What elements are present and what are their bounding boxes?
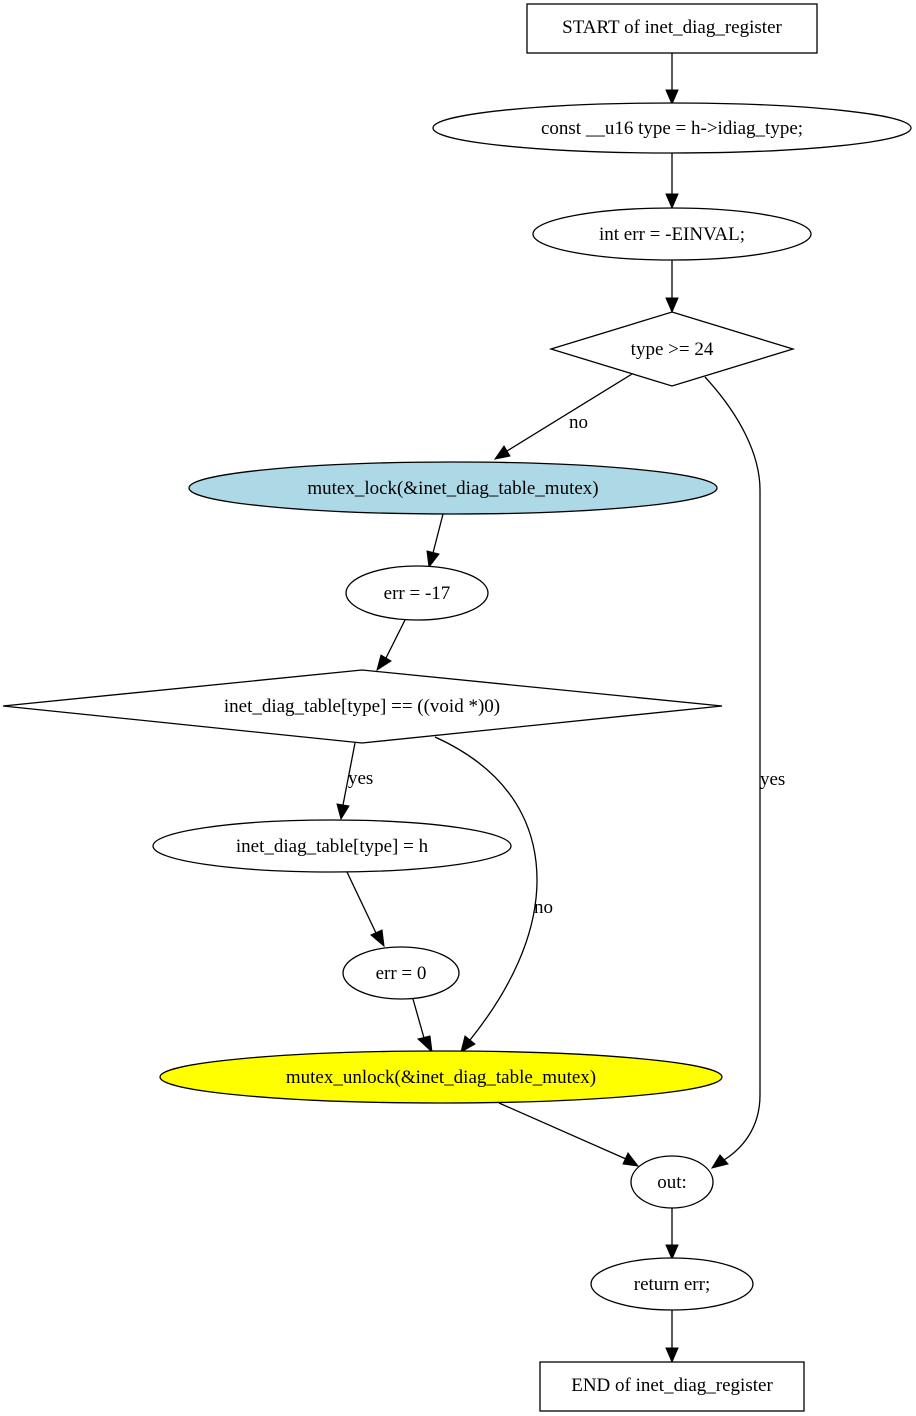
edge-labels: no yes yes no bbox=[348, 412, 785, 918]
edge-mutex-lock-to-err17 bbox=[432, 513, 444, 554]
start-node bbox=[526, 3, 818, 54]
arrowhead-end bbox=[665, 1347, 679, 1364]
out-node bbox=[630, 1155, 714, 1209]
return-node bbox=[590, 1257, 754, 1311]
cond-table-diamond bbox=[2, 669, 723, 744]
mutex-unlock-node bbox=[159, 1050, 723, 1104]
edges bbox=[336, 53, 761, 1364]
arrowhead-cond-type bbox=[665, 297, 679, 314]
err0-node bbox=[342, 946, 460, 1000]
edge-err0-to-unlock bbox=[412, 998, 425, 1039]
arrowhead-unlock-from-err0 bbox=[416, 1035, 433, 1054]
edge-label-type-no: no bbox=[569, 412, 588, 433]
err17-node bbox=[345, 565, 489, 621]
edge-unlock-to-out bbox=[498, 1102, 627, 1160]
cond-table-label: inet_diag_table[type] == ((void *)0) bbox=[224, 696, 500, 717]
arrowhead-err0 bbox=[370, 929, 385, 948]
cond-type-diamond bbox=[548, 311, 796, 387]
edge-label-type-yes: yes bbox=[760, 769, 785, 790]
end-node bbox=[539, 1361, 805, 1412]
arrowhead-assign-table bbox=[336, 803, 350, 821]
err17-label: err = -17 bbox=[384, 583, 451, 604]
edge-cond-type-yes bbox=[704, 376, 761, 1161]
arrowhead-decl-type bbox=[665, 89, 679, 106]
mutex-unlock-label: mutex_unlock(&inet_diag_table_mutex) bbox=[286, 1067, 596, 1088]
arrowhead-mutex-lock bbox=[493, 445, 511, 460]
edge-err17-to-cond-table bbox=[385, 619, 406, 659]
assign-table-label: inet_diag_table[type] = h bbox=[236, 836, 429, 857]
out-label: out: bbox=[657, 1172, 687, 1193]
arrowhead-unlock-from-no bbox=[460, 1035, 476, 1054]
nodes: START of inet_diag_register const __u16 … bbox=[2, 3, 912, 1412]
decl-err-label: int err = -EINVAL; bbox=[599, 224, 745, 245]
edge-assign-to-err0 bbox=[346, 871, 377, 934]
edge-label-table-yes: yes bbox=[348, 768, 373, 789]
edge-label-table-no: no bbox=[534, 897, 553, 918]
edge-cond-table-no bbox=[434, 736, 538, 1041]
cond-type-label: type >= 24 bbox=[631, 339, 714, 360]
err0-label: err = 0 bbox=[376, 963, 427, 984]
decl-type-label: const __u16 type = h->idiag_type; bbox=[541, 118, 803, 139]
arrowhead-decl-err bbox=[665, 193, 679, 210]
arrowhead-err17 bbox=[426, 550, 440, 569]
start-node-label: START of inet_diag_register bbox=[562, 17, 782, 38]
decl-type-node bbox=[432, 102, 912, 154]
return-label: return err; bbox=[634, 1274, 710, 1295]
decl-err-node bbox=[532, 207, 812, 261]
assign-table-node bbox=[152, 819, 512, 873]
arrowhead-return bbox=[665, 1244, 679, 1261]
mutex-lock-node bbox=[188, 461, 718, 515]
arrowhead-out-from-yes bbox=[710, 1154, 729, 1169]
end-node-label: END of inet_diag_register bbox=[571, 1375, 773, 1396]
edge-cond-table-yes bbox=[342, 742, 356, 806]
arrowhead-out-from-unlock bbox=[622, 1152, 640, 1167]
arrowhead-cond-table bbox=[376, 654, 392, 672]
mutex-lock-label: mutex_lock(&inet_diag_table_mutex) bbox=[307, 478, 598, 499]
edge-cond-type-no bbox=[506, 373, 633, 452]
